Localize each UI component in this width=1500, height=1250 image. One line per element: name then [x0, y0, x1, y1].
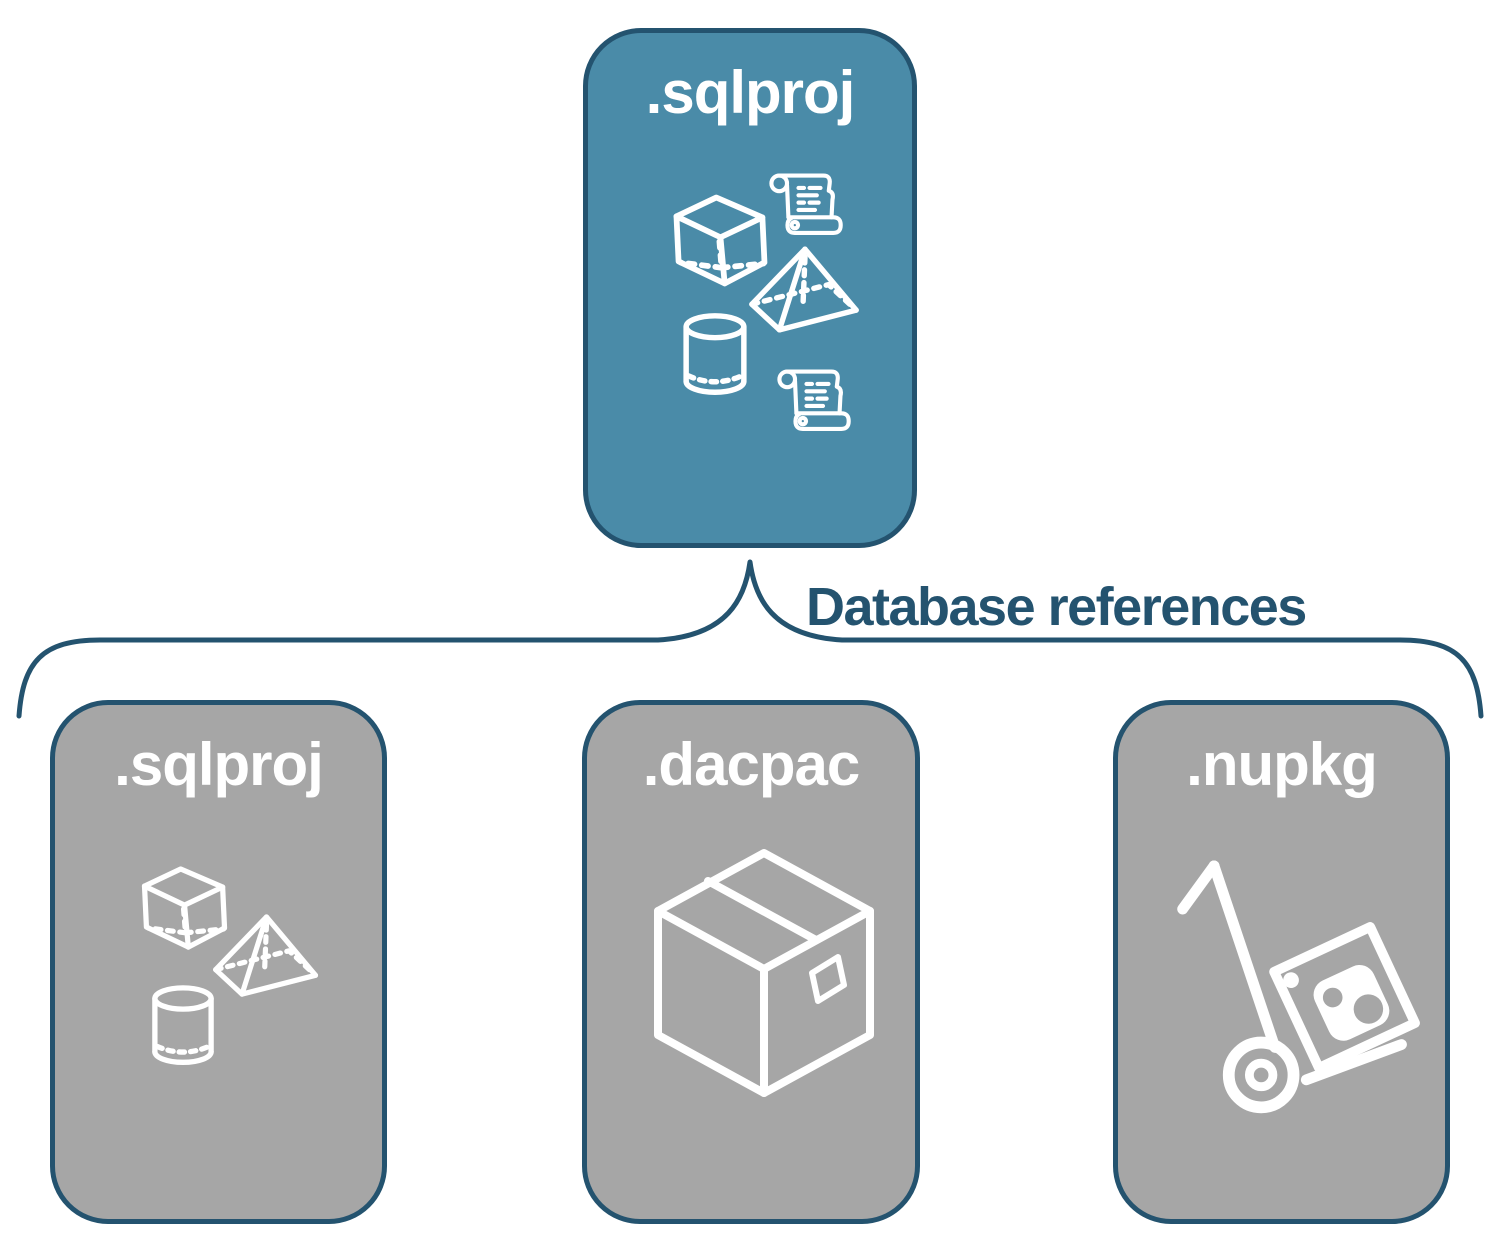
child-node-nupkg: .nupkg — [1113, 700, 1450, 1224]
child-node-dacpac: .dacpac — [582, 700, 920, 1224]
pyramid-icon — [746, 243, 864, 337]
scroll-icon — [766, 361, 858, 439]
connector-label: Database references — [806, 577, 1307, 637]
root-node-label: .sqlproj — [645, 59, 856, 126]
root-node-sqlproj: .sqlproj — [583, 28, 917, 548]
package-box-icon — [644, 845, 884, 1105]
child-node-label: .nupkg — [1186, 731, 1378, 798]
hand-truck-icon — [1163, 855, 1428, 1130]
child-node-sqlproj: .sqlproj — [50, 700, 387, 1224]
child-node-label: .sqlproj — [114, 731, 324, 798]
cylinder-icon — [676, 311, 754, 401]
child-node-label: .dacpac — [642, 731, 860, 798]
pyramid-icon — [210, 911, 323, 1001]
cylinder-icon — [145, 983, 221, 1071]
